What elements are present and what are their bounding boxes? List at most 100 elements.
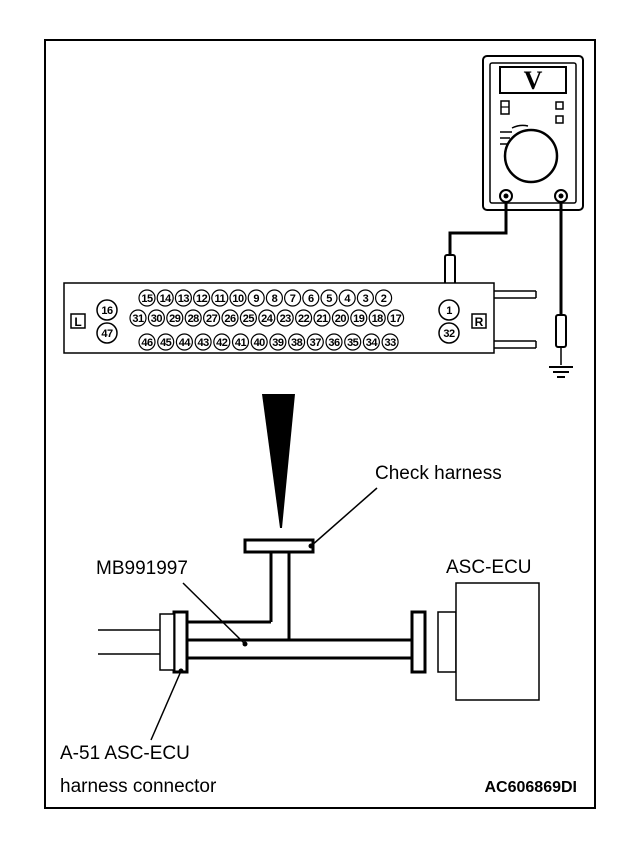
pin-14 (156, 289, 174, 307)
label-connector-line1: A-51 ASC-ECU (60, 743, 190, 764)
pin-3-label: 3 (363, 293, 369, 305)
vehicle-harness-connector (159, 613, 175, 671)
pin-42-label: 42 (216, 337, 228, 349)
pin-43 (194, 333, 212, 351)
pin-16 (96, 299, 118, 321)
connector-side-right: R (475, 315, 484, 329)
voltmeter-terminal-left-core (503, 193, 509, 199)
pin-5 (320, 289, 338, 307)
pin-22-label: 22 (298, 313, 310, 325)
pin-27 (203, 309, 221, 327)
check-harness-assembly (98, 538, 427, 674)
pin-19 (350, 309, 368, 327)
pin-36 (325, 333, 343, 351)
pin-10 (229, 289, 247, 307)
pin-46 (138, 333, 156, 351)
pin-26 (221, 309, 239, 327)
pin-37-label: 37 (310, 337, 322, 349)
voltmeter: V (482, 55, 584, 211)
pin-31 (129, 309, 147, 327)
voltmeter-dial (503, 128, 559, 184)
pin-30 (147, 309, 165, 327)
pin-21-label: 21 (316, 313, 328, 325)
pin-45-label: 45 (160, 337, 172, 349)
connector-side-right-box (471, 313, 487, 329)
asc-ecu (437, 582, 540, 701)
pin-23-label: 23 (280, 313, 292, 325)
pin-7-label: 7 (290, 293, 296, 305)
pin-27-label: 27 (206, 313, 218, 325)
label-connector-line2: harness connector (60, 776, 217, 797)
pin-14-label: 14 (160, 293, 173, 305)
pin-36-label: 36 (328, 337, 340, 349)
pin-9-label: 9 (253, 293, 259, 305)
pin-29 (166, 309, 184, 327)
pin-18 (368, 309, 386, 327)
voltmeter-dial-scale (500, 124, 529, 145)
pin-12-label: 12 (196, 293, 208, 305)
pin-2 (375, 289, 393, 307)
pin-12 (193, 289, 211, 307)
negative-probe (555, 314, 567, 348)
pin-37 (306, 333, 324, 351)
label-tool: MB991997 (96, 558, 188, 579)
pin-6 (302, 289, 320, 307)
pin-43-label: 43 (197, 337, 209, 349)
pin-32 (438, 322, 460, 344)
pin-41-label: 41 (235, 337, 247, 349)
pin-17-label: 17 (390, 313, 402, 325)
pin-46-label: 46 (141, 337, 153, 349)
callout-connector (150, 670, 182, 741)
pin-21 (313, 309, 331, 327)
voltmeter-button-2 (555, 115, 564, 124)
pin-17 (387, 309, 405, 327)
voltmeter-button-1 (555, 101, 564, 110)
pin-3 (356, 289, 374, 307)
pin-33 (381, 333, 399, 351)
pin-13-label: 13 (178, 293, 190, 305)
pin-5-label: 5 (326, 293, 332, 305)
pin-47-label: 47 (101, 328, 113, 340)
callout-check-harness-dot (308, 543, 314, 549)
pin-25 (239, 309, 257, 327)
pin-34 (362, 333, 380, 351)
pin-44 (175, 333, 193, 351)
pin-24 (258, 309, 276, 327)
positive-lead-wire (448, 202, 508, 255)
voltmeter-terminal-right-core (558, 193, 564, 199)
direction-wedge (262, 394, 295, 528)
pin-22 (295, 309, 313, 327)
pin-35-label: 35 (347, 337, 359, 349)
pin-8-label: 8 (272, 293, 278, 305)
connector-side-left: L (74, 315, 81, 329)
pin-2-label: 2 (381, 293, 387, 305)
voltmeter-display-text: V (524, 66, 543, 95)
callout-tool (182, 582, 246, 645)
connector-side-left-box (70, 313, 86, 329)
pin-11-label: 11 (214, 293, 225, 305)
callout-connector-dot (178, 668, 184, 674)
pin-10-label: 10 (232, 293, 244, 305)
pin-6-label: 6 (308, 293, 314, 305)
pin-40-label: 40 (254, 337, 266, 349)
pin-40 (250, 333, 268, 351)
pin-33-label: 33 (384, 337, 396, 349)
pin-4 (338, 289, 356, 307)
pin-28-label: 28 (188, 313, 200, 325)
pin-38-label: 38 (291, 337, 303, 349)
pin-24-label: 24 (261, 313, 274, 325)
pin-29-label: 29 (169, 313, 181, 325)
pin-30-label: 30 (151, 313, 163, 325)
figure-code: AC606869DI (485, 779, 578, 796)
pin-7 (284, 289, 302, 307)
pin-32-label: 32 (443, 328, 455, 340)
pin-9 (247, 289, 265, 307)
label-check-harness: Check harness (375, 463, 502, 484)
label-ecu: ASC-ECU (446, 557, 532, 578)
pin-1-label: 1 (446, 305, 452, 317)
